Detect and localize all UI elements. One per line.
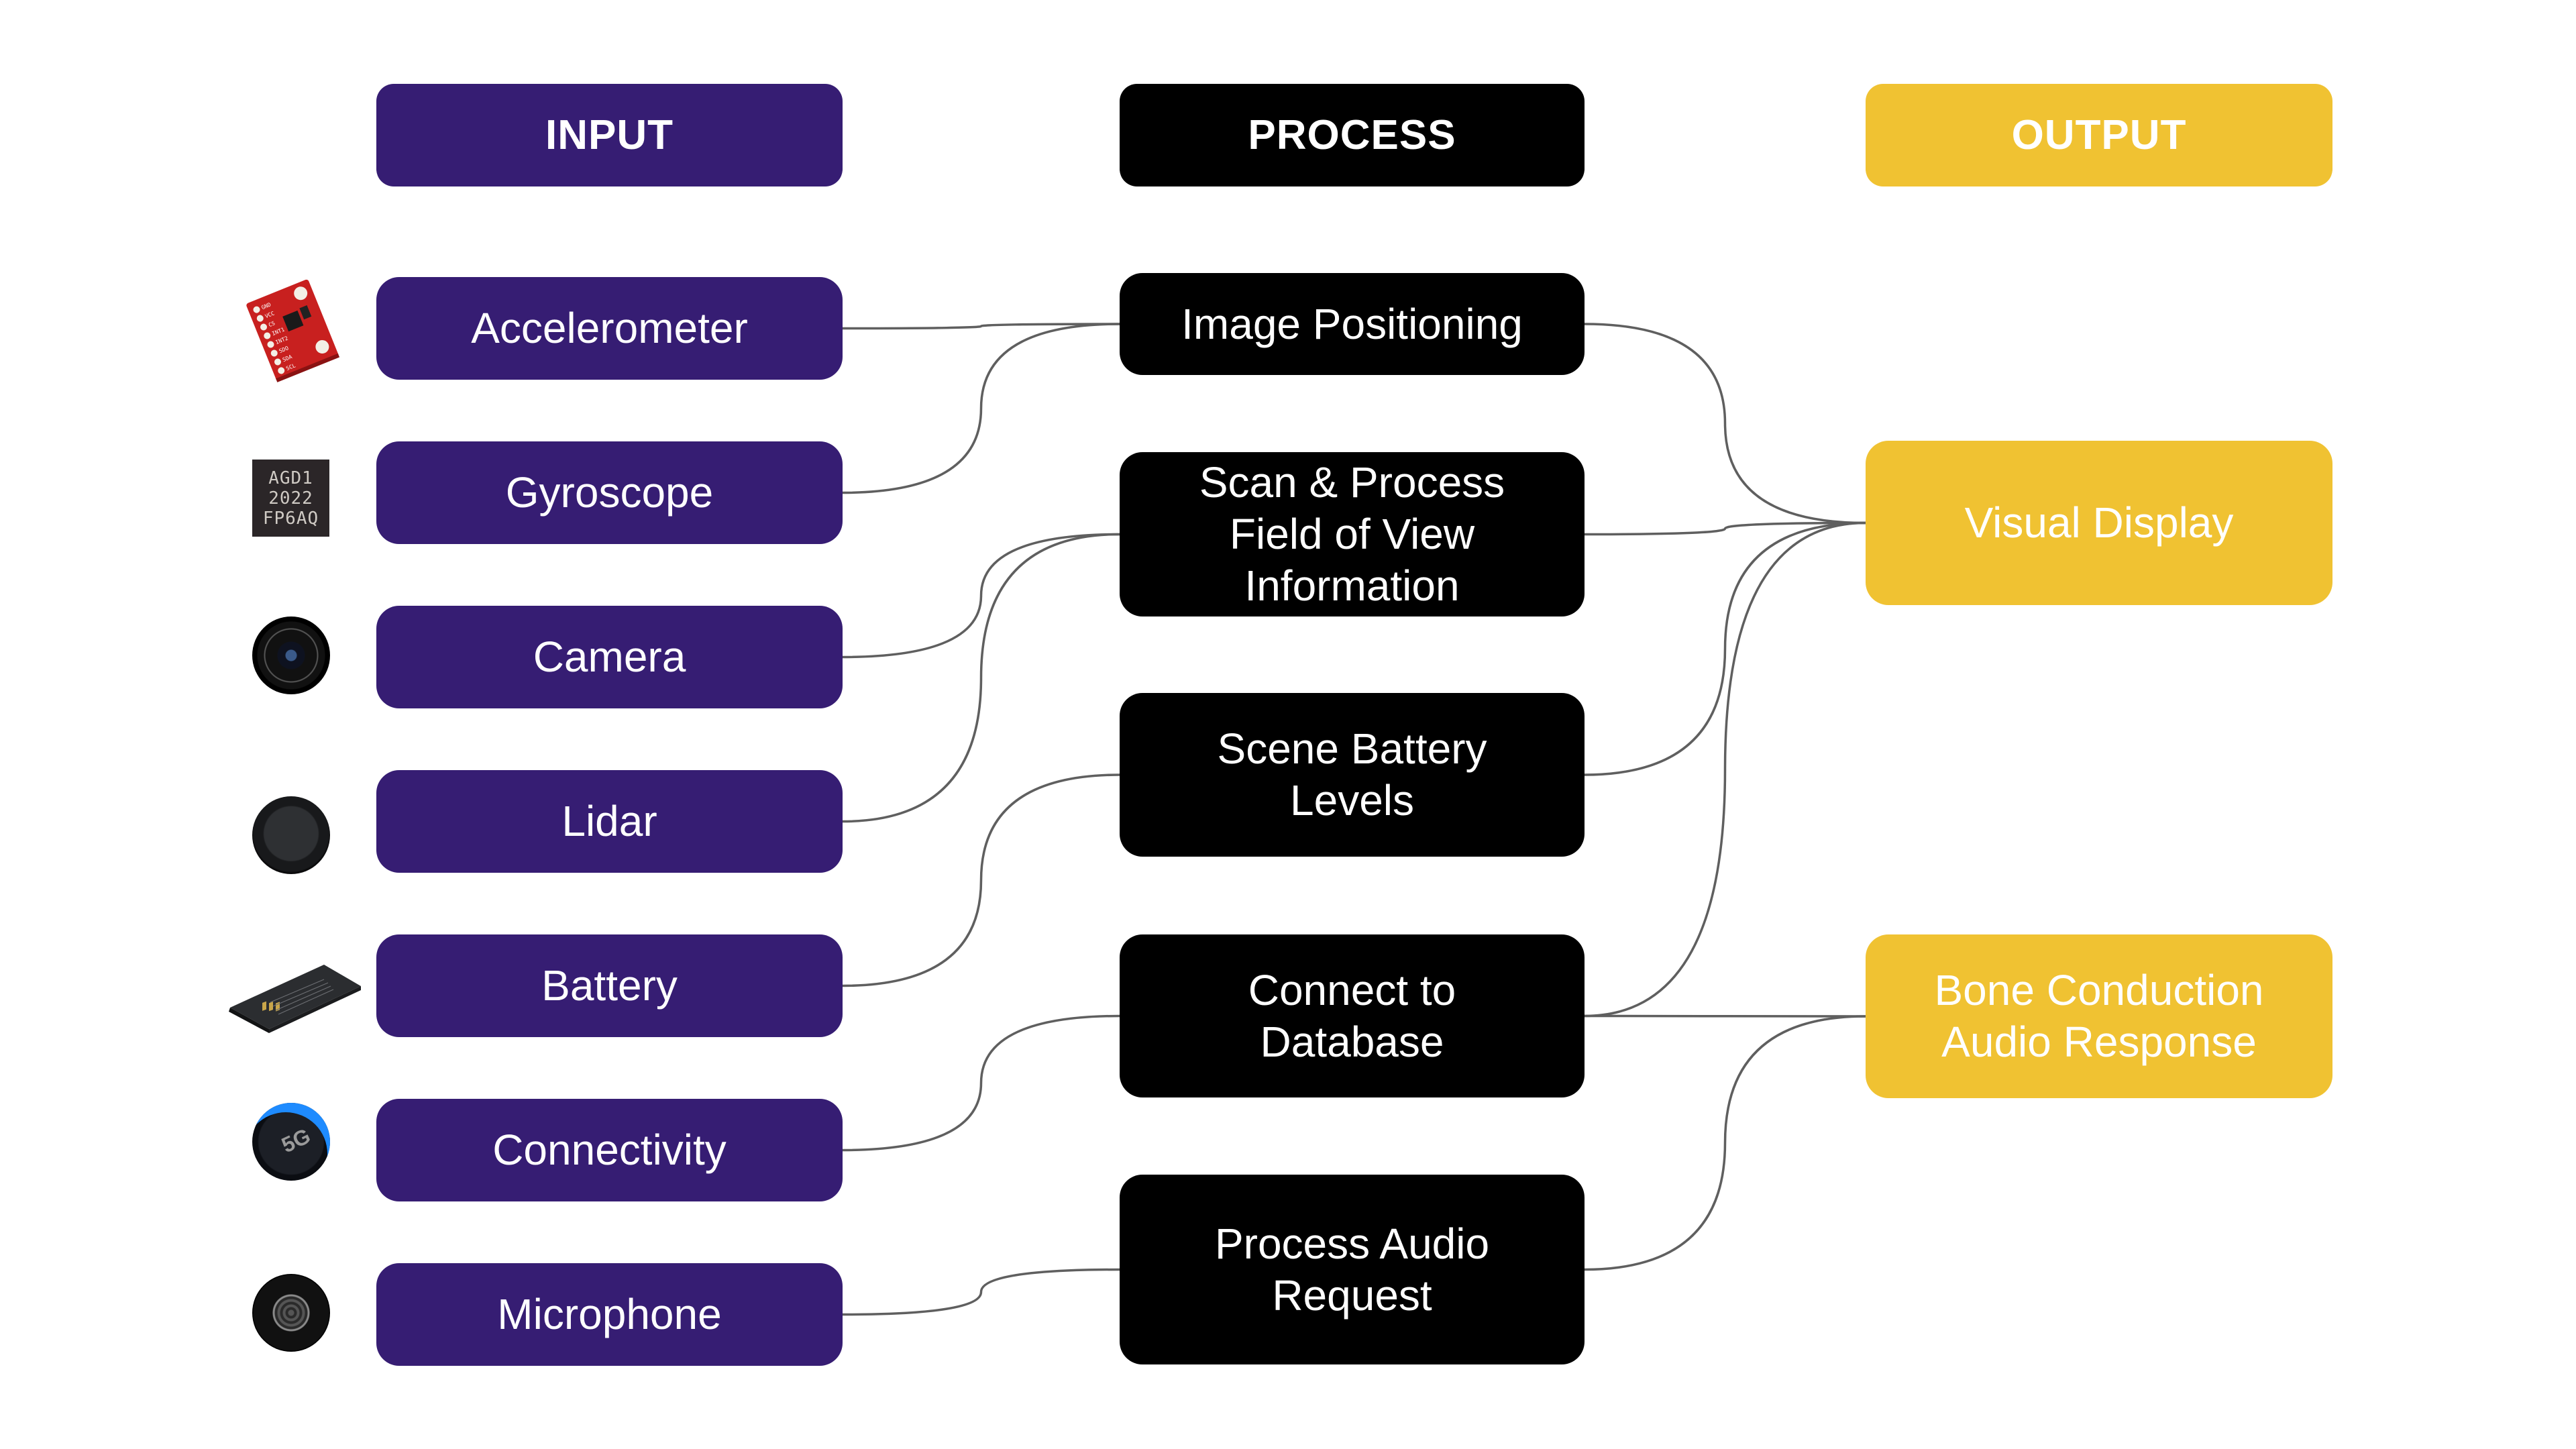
process-label: Image Positioning [1181, 299, 1523, 348]
output-label: Bone Conduction Audio Response [1934, 966, 2264, 1066]
connector-connect-database-to-visual-display [1584, 521, 1866, 1018]
input-label: Gyroscope [505, 468, 714, 517]
input-column-header: INPUT [376, 84, 843, 186]
output-node-bone-conduction[interactable]: Bone Conduction Audio Response [1866, 934, 2332, 1098]
connector-gyroscope-to-image-positioning [842, 323, 1120, 494]
output-label: Visual Display [1964, 498, 2234, 547]
connector-scene-battery-levels-to-visual-display [1584, 521, 1866, 776]
battery-icon [229, 965, 361, 1033]
gyro-chip-line-3: FP6AQ [262, 508, 319, 529]
input-label: Lidar [561, 797, 657, 845]
output-node-visual-display[interactable]: Visual Display [1866, 441, 2332, 605]
input-node-microphone[interactable]: Microphone [376, 1263, 843, 1366]
connector-battery-to-scene-battery-levels [842, 773, 1120, 987]
input-node-battery[interactable]: Battery [376, 934, 843, 1037]
process-header-label: PROCESS [1248, 112, 1456, 158]
process-node-process-audio-request[interactable]: Process Audio Request [1120, 1175, 1585, 1364]
process-label: Scene Battery Levels [1217, 724, 1487, 824]
process-label: Connect to Database [1248, 965, 1456, 1066]
process-node-image-positioning[interactable]: Image Positioning [1120, 273, 1585, 375]
connector-lidar-to-scan-process-fov [842, 533, 1120, 823]
input-label: Camera [533, 633, 686, 681]
connector-connectivity-to-connect-database [842, 1014, 1120, 1152]
connector-process-audio-request-to-bone-conduction [1584, 1015, 1866, 1271]
input-node-connectivity[interactable]: Connectivity [376, 1099, 843, 1201]
gyroscope-chip-icon: AGD1 2022 FP6AQ [252, 460, 329, 537]
process-column-header: PROCESS [1120, 84, 1585, 186]
input-label: Accelerometer [471, 304, 748, 352]
process-label: Process Audio Request [1214, 1219, 1490, 1320]
5g-label: 5G [278, 1123, 315, 1158]
input-node-lidar[interactable]: Lidar [376, 770, 843, 873]
svg-text:CS: CS [268, 320, 276, 328]
connector-microphone-to-process-audio-request [842, 1268, 1120, 1316]
output-header-label: OUTPUT [2011, 112, 2187, 158]
gyro-chip-line-1: AGD1 [268, 468, 313, 488]
camera-lens-icon [252, 616, 330, 694]
connector-camera-to-scan-process-fov [842, 533, 1120, 659]
connector-connect-database-to-bone-conduction [1584, 1014, 1866, 1018]
input-label: Connectivity [492, 1126, 727, 1174]
input-node-accelerometer[interactable]: Accelerometer [376, 277, 843, 380]
lidar-sensor-icon [252, 796, 330, 874]
process-label: Scan & Process Field of View Information [1199, 458, 1505, 610]
input-node-gyroscope[interactable]: Gyroscope [376, 441, 843, 544]
connector-accelerometer-to-image-positioning [842, 323, 1120, 330]
microphone-icon [252, 1274, 330, 1352]
input-node-camera[interactable]: Camera [376, 606, 843, 708]
process-node-scan-process-fov[interactable]: Scan & Process Field of View Information [1120, 452, 1585, 616]
input-label: Microphone [497, 1290, 722, 1338]
5g-chip-icon: 5G [252, 1103, 330, 1181]
input-label: Battery [541, 961, 678, 1010]
input-header-label: INPUT [545, 112, 674, 158]
gyro-chip-line-2: 2022 [268, 488, 313, 508]
process-node-scene-battery-levels[interactable]: Scene Battery Levels [1120, 693, 1585, 857]
output-column-header: OUTPUT [1866, 84, 2332, 186]
connector-scan-process-fov-to-visual-display [1584, 521, 1866, 536]
connector-image-positioning-to-visual-display [1584, 323, 1866, 525]
process-node-connect-database[interactable]: Connect to Database [1120, 934, 1585, 1097]
